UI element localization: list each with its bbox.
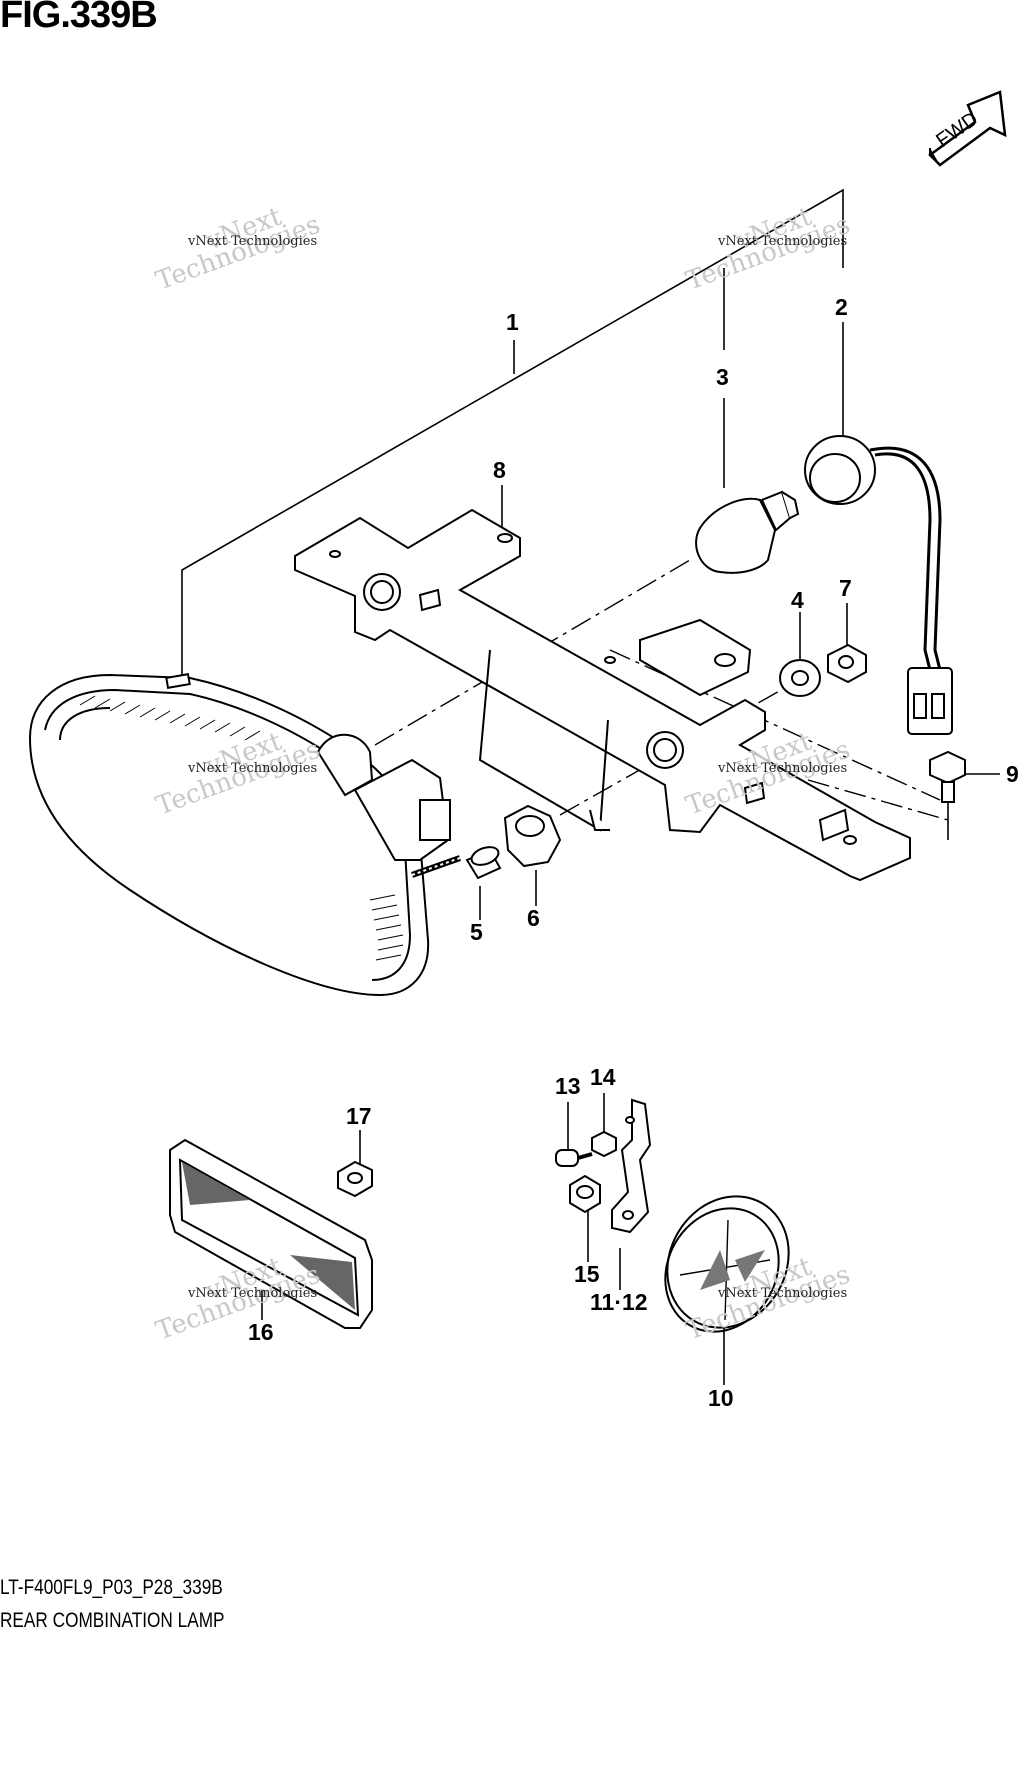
- svg-text:vNext Technologies: vNext Technologies: [717, 234, 847, 249]
- callout-15: 15: [574, 1261, 600, 1287]
- callout-3: 3: [716, 364, 729, 390]
- callout-13: 13: [555, 1073, 581, 1099]
- bolt-part: [929, 750, 966, 803]
- nut-small-part: [337, 1160, 373, 1198]
- figure-code: LT-F400FL9_P03_P28_339B: [0, 1576, 223, 1599]
- svg-text:vNext Technologies: vNext Technologies: [717, 1286, 847, 1301]
- reflector-part: [169, 1138, 373, 1329]
- callout-14: 14: [590, 1064, 616, 1090]
- callout-8: 8: [493, 457, 506, 483]
- round-reflector-part: [664, 1195, 790, 1333]
- callout-5: 5: [470, 919, 483, 945]
- callout-1: 1: [506, 309, 519, 335]
- callout-16: 16: [248, 1319, 274, 1345]
- nut-part: [827, 643, 867, 684]
- lamp-bracket-part: [294, 508, 911, 882]
- screw-part: [555, 1149, 593, 1167]
- reflector-bracket-part: [611, 1098, 652, 1234]
- figure-subtitle: REAR COMBINATION LAMP: [0, 1609, 225, 1632]
- bulb-socket-harness-part: [804, 435, 953, 735]
- grommet-part: [503, 804, 562, 868]
- callout-17: 17: [346, 1103, 372, 1129]
- washer-part: [779, 659, 821, 697]
- figure-title: FIG.339B: [0, 0, 158, 36]
- callout-labels: 1 2 3 4 5 6 7 8 9 10 11·12 13 14 15 16 1…: [248, 294, 1019, 1411]
- nut-15-part: [569, 1174, 601, 1214]
- fwd-label: FWD: [932, 108, 982, 152]
- callout-2: 2: [835, 294, 848, 320]
- bulb-part: [695, 490, 800, 574]
- fwd-arrow-icon: FWD: [928, 90, 1007, 167]
- svg-text:vNext Technologies: vNext Technologies: [187, 1286, 317, 1301]
- nut-14-part: [591, 1130, 617, 1158]
- svg-text:vNext Technologies: vNext Technologies: [187, 234, 317, 249]
- spacer-part: [465, 846, 502, 880]
- callout-7: 7: [839, 575, 852, 601]
- callout-9: 9: [1006, 761, 1019, 787]
- callout-4: 4: [791, 587, 804, 613]
- svg-text:vNext Technologies: vNext Technologies: [187, 761, 317, 776]
- callout-10: 10: [708, 1385, 734, 1411]
- callout-6: 6: [527, 905, 540, 931]
- rear-combination-lamp-part: [28, 673, 462, 997]
- svg-text:vNext Technologies: vNext Technologies: [717, 761, 847, 776]
- callout-11-12: 11·12: [590, 1289, 648, 1315]
